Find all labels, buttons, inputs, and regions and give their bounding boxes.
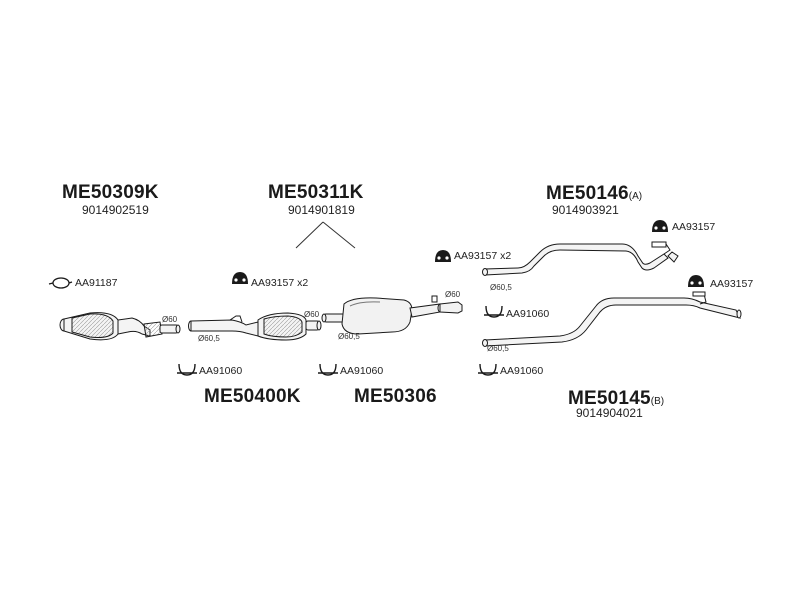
group-code-me50145-text: ME50145 — [568, 388, 651, 409]
rear-pipe-me50145 — [482, 291, 742, 347]
catalytic-converter-me50311k — [188, 312, 322, 341]
hardware-code-hanger-mid: AA93157 x2 — [251, 277, 309, 289]
dimension-label: Ø60,5 — [198, 334, 220, 343]
hardware-code-clamp-left: AA91187 — [75, 277, 118, 289]
hardware-code-clamp-b: AA91060 — [199, 365, 243, 377]
group-code-me50309k: ME50309K — [62, 182, 159, 203]
group-code-me50306: ME50306 — [354, 386, 437, 407]
dimension-label: Ø60,5 — [338, 332, 360, 341]
hardware-code-clamp-c: AA91060 — [340, 365, 384, 377]
rear-pipe-me50146 — [482, 241, 679, 276]
group-number-me50309k: 9014902519 — [82, 203, 149, 217]
hardware-code-hanger-right: AA93157 — [710, 278, 754, 290]
group-code-me50145: ME50145(B) — [568, 388, 664, 410]
hardware-code-clamp-d: AA91060 — [500, 365, 544, 377]
group-suffix-me50145: (B) — [650, 396, 665, 407]
group-number-me50146: 9014903921 — [552, 203, 619, 217]
dimension-label: Ø60 — [162, 315, 178, 324]
dimension-label: Ø60 — [445, 290, 461, 299]
catalytic-converter-me50309k — [59, 312, 181, 341]
group-code-me50400k: ME50400K — [204, 386, 301, 407]
hardware-code-hanger-top-right: AA93157 — [672, 221, 716, 233]
group-code-me50146-text: ME50146 — [546, 183, 629, 204]
group-suffix-me50146: (A) — [628, 191, 643, 202]
center-muffler-me50306 — [321, 295, 463, 335]
hardware-code-hanger-center: AA93157 x2 — [454, 250, 512, 262]
group-code-me50146: ME50146(A) — [546, 183, 642, 205]
dimension-label: Ø60 — [304, 310, 320, 319]
dimension-label: Ø60,5 — [487, 344, 509, 353]
leader-lines — [295, 221, 356, 249]
hardware-code-clamp-a: AA91060 — [506, 308, 550, 320]
group-code-me50311k: ME50311K — [268, 182, 364, 203]
dimension-label: Ø60,5 — [490, 283, 512, 292]
group-number-me50145: 9014904021 — [576, 406, 643, 420]
group-number-me50311k: 9014901819 — [288, 203, 355, 217]
